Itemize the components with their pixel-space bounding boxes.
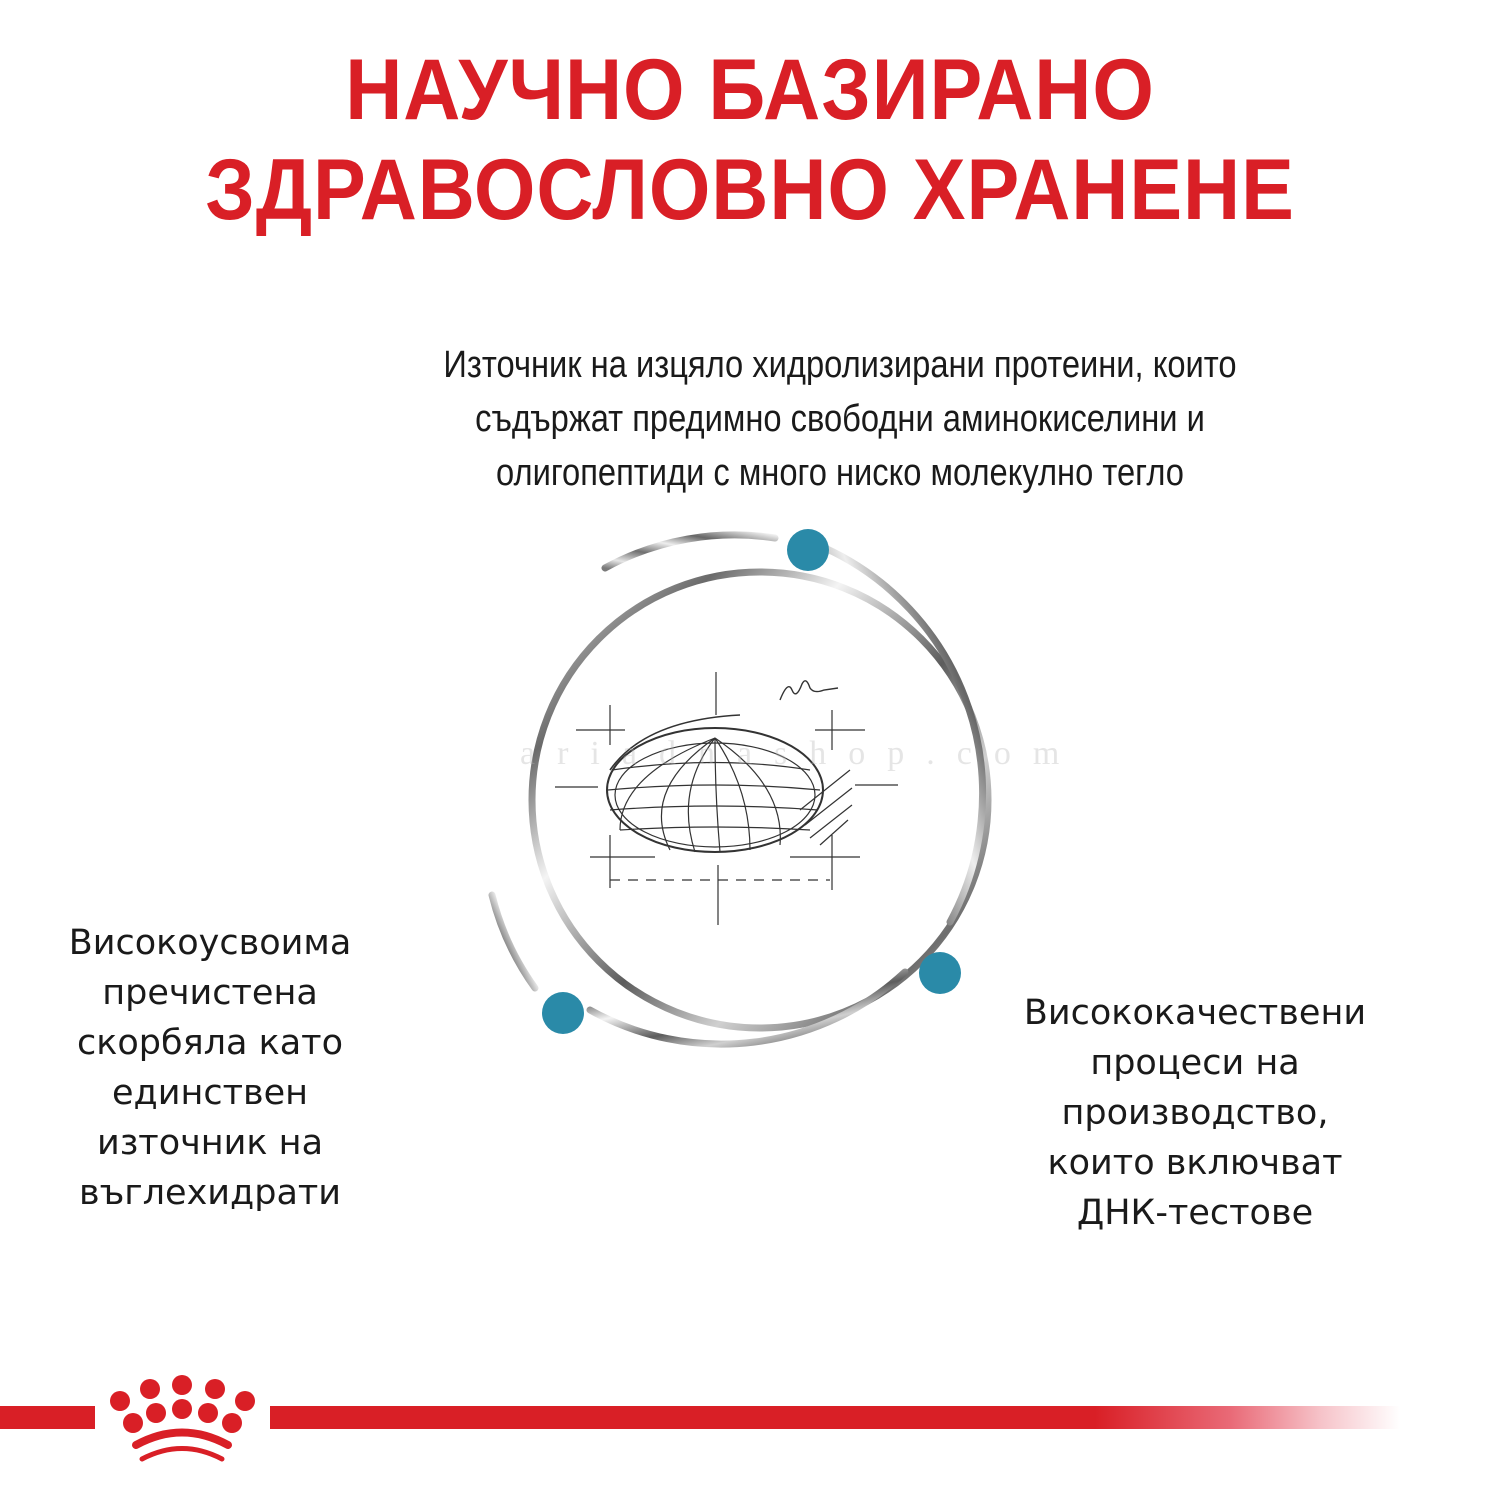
accent-dot-right (919, 952, 961, 994)
watermark-text: ariadnashop.com (520, 735, 1082, 772)
benefit-right-line: Висококачествени (1023, 993, 1367, 1033)
accent-dot-top (787, 529, 829, 571)
benefit-right-line: ДНК-тестове (1076, 1193, 1314, 1233)
benefit-left-line: единствен (111, 1073, 309, 1113)
benefit-top-line: съдържат предимно свободни аминокиселини… (475, 398, 1205, 440)
orbit-rings-icon (488, 529, 992, 1048)
royal-canin-crown-icon (110, 1375, 255, 1462)
orbit-diagram (480, 520, 1040, 1080)
brand-footer (0, 1360, 1500, 1480)
benefit-left-line: източник на (96, 1123, 324, 1163)
benefit-right-line: производство, (1061, 1093, 1329, 1133)
benefit-left-text: Високоусвоима пречистена скорбяла като е… (60, 918, 360, 1218)
headline-line-2: ЗДРАВОСЛОВНО ХРАНЕНЕ (205, 142, 1295, 238)
brand-bar-left (0, 1406, 95, 1429)
benefit-top-text: Източник на изцяло хидролизирани протеин… (333, 338, 1348, 500)
benefit-top-line: Източник на изцяло хидролизирани протеин… (443, 344, 1237, 386)
accent-dot-left (542, 992, 584, 1034)
benefit-left-line: скорбяла като (77, 1023, 343, 1063)
benefit-right-line: процеси на (1090, 1043, 1300, 1083)
page-headline: НАУЧНО БАЗИРАНО ЗДРАВОСЛОВНО ХРАНЕНЕ (60, 40, 1440, 240)
kibble-sketch-icon (555, 672, 898, 925)
benefit-right-text: Висококачествени процеси на производство… (990, 988, 1400, 1238)
benefit-left-line: пречистена (102, 973, 318, 1013)
headline-line-1: НАУЧНО БАЗИРАНО (345, 42, 1155, 138)
benefit-right-line: които включват (1047, 1143, 1343, 1183)
benefit-left-line: въглехидрати (78, 1173, 342, 1213)
brand-bar-right (270, 1406, 1400, 1429)
benefit-top-line: олигопептиди с много ниско молекулно тег… (496, 452, 1184, 494)
benefit-left-line: Високоусвоима (68, 923, 352, 963)
